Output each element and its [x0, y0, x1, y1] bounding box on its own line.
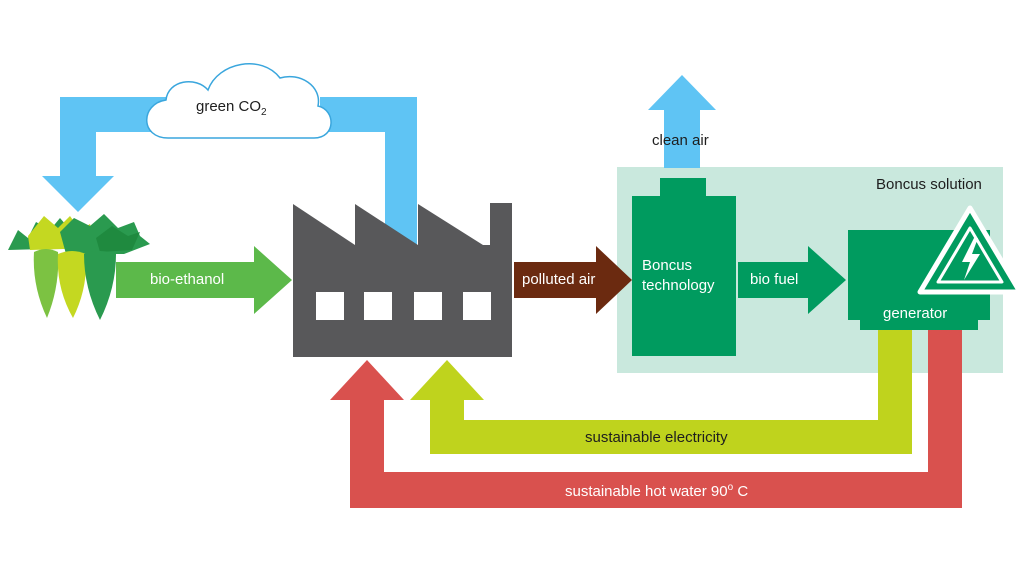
- cloud-label-text: green CO: [196, 98, 262, 115]
- boncus-solution-title: Boncus solution: [876, 176, 982, 193]
- clean-air-arrow: [648, 75, 716, 168]
- clean-air-label: clean air: [652, 132, 709, 149]
- green-co2-loop-arrow: [42, 97, 417, 257]
- sustainable-hot-water-label: sustainable hot water 90o C: [565, 482, 748, 500]
- hot-water-degree: o: [727, 482, 734, 493]
- high-voltage-warning-icon: [917, 205, 1023, 295]
- hot-water-unit: C: [733, 483, 749, 500]
- boncus-technology-label-line2: technology: [642, 277, 715, 294]
- cloud-icon: [146, 63, 332, 139]
- bio-ethanol-arrow: [116, 246, 292, 314]
- bio-ethanol-label: bio-ethanol: [150, 271, 225, 288]
- cloud-label-subscript: 2: [261, 107, 267, 118]
- boncus-technology-unit: [632, 178, 736, 356]
- cloud-label: green CO2: [196, 98, 267, 118]
- sustainable-electricity-label: sustainable electricity: [585, 429, 728, 446]
- generator-label: generator: [883, 305, 948, 322]
- electricity-loop-arrow: [410, 330, 912, 454]
- polluted-air-label: polluted air: [522, 271, 596, 288]
- boncus-technology-label-line1: Boncus: [642, 257, 693, 274]
- bio-fuel-label: bio fuel: [750, 271, 799, 288]
- factory-icon: [293, 203, 512, 357]
- sugar-beet-icon: [8, 214, 150, 320]
- bio-fuel-arrow: [738, 246, 846, 314]
- polluted-air-arrow: [514, 246, 632, 314]
- factory-windows: [316, 292, 491, 320]
- hot-water-loop-arrow: [330, 330, 962, 508]
- hot-water-label-text: sustainable hot water 90: [565, 483, 728, 500]
